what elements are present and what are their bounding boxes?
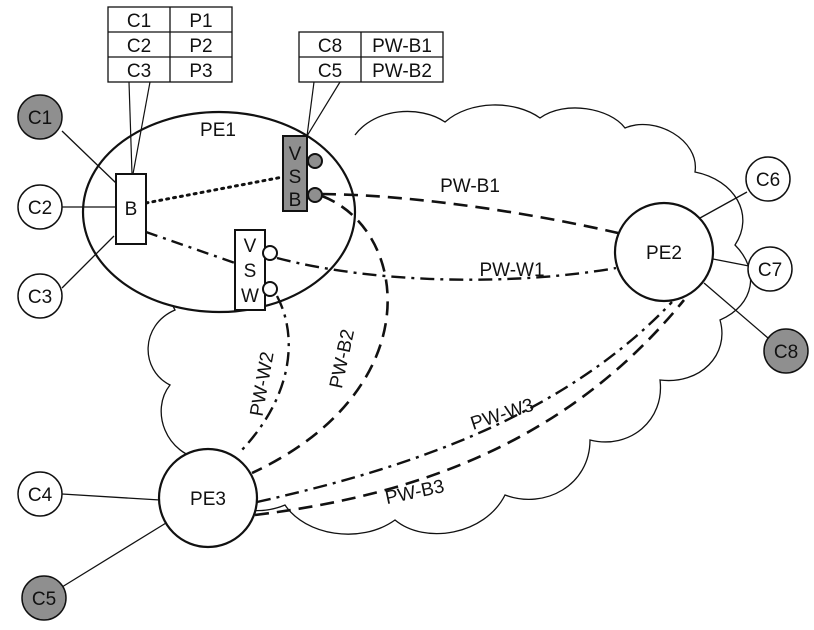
vsb-table: C8 PW-B1 C5 PW-B2 — [298, 31, 444, 83]
vsw-letter-v: V — [244, 236, 257, 257]
pe2-node — [613, 201, 715, 303]
vsw-port-2 — [262, 281, 278, 297]
customer-c6: C6 — [745, 156, 791, 202]
bridge-table-r3-c2: P3 — [189, 61, 212, 82]
pw-w3-label: PW-W3 — [468, 395, 536, 435]
vsb-table-r2-c1: C5 — [318, 61, 342, 82]
bridge-table: C1 P1 C2 P2 C3 P3 — [107, 6, 233, 83]
b-to-vsb-link — [144, 175, 285, 205]
vsb-letter-b: B — [289, 190, 302, 211]
pw-w1-label: PW-W1 — [479, 260, 544, 281]
customer-c7: C7 — [747, 246, 793, 292]
pw-b3-label: PW-B3 — [383, 476, 446, 509]
customer-c5: C5 — [21, 575, 67, 621]
c3-label: C3 — [28, 287, 52, 308]
customer-c3: C3 — [17, 273, 63, 319]
bridge-table-r2-c1: C2 — [127, 36, 151, 57]
pe1-label: PE1 — [200, 120, 236, 141]
pe3-label: PE3 — [190, 489, 226, 510]
network-cloud — [147, 104, 752, 535]
table-leaders — [128, 81, 341, 175]
c2-label: C2 — [28, 198, 52, 219]
customer-c2: C2 — [17, 184, 63, 230]
c5-label: C5 — [32, 589, 56, 610]
vsb-table-r1-c1: C8 — [318, 36, 342, 57]
customer-c1: C1 — [17, 94, 63, 140]
vsb-port-1 — [307, 153, 323, 169]
customer-c8: C8 — [763, 328, 809, 374]
pw-b3-line — [254, 299, 686, 517]
c7-label: C7 — [758, 260, 782, 281]
c1-label: C1 — [28, 108, 52, 129]
bridge-b-label: B — [125, 199, 138, 220]
pw-w1-line — [276, 256, 617, 281]
vsb-letter-v: V — [289, 144, 302, 165]
vsw-box — [234, 229, 266, 311]
pe2-label: PE2 — [646, 243, 682, 264]
bridge-table-r3-c1: C3 — [127, 61, 151, 82]
vsw-letter-s: S — [244, 261, 257, 282]
vsb-box — [282, 135, 308, 212]
pw-b1-line — [321, 192, 619, 235]
bridge-b-box — [115, 173, 147, 245]
pw-w2-line — [239, 295, 290, 453]
bridge-table-r1-c2: P1 — [189, 11, 212, 32]
pw-w3-line — [256, 301, 673, 504]
b-to-vsw-link — [145, 230, 236, 265]
bridge-table-r1-c1: C1 — [127, 11, 151, 32]
vsb-letter-s: S — [289, 167, 302, 188]
pw-b2-line — [251, 194, 389, 475]
bridge-table-r2-c2: P2 — [189, 36, 212, 57]
c6-label: C6 — [756, 170, 780, 191]
pw-b2-label: PW-B2 — [326, 327, 359, 390]
pe3-node — [157, 447, 259, 549]
vsw-port-1 — [262, 245, 278, 261]
c8-label: C8 — [774, 342, 798, 363]
pw-w2-label: PW-W2 — [247, 350, 279, 418]
vsw-letter-w: W — [241, 286, 259, 307]
attachment-lines — [61, 130, 769, 588]
customer-c4: C4 — [17, 471, 63, 517]
vsb-port-2 — [307, 187, 323, 203]
pw-b1-label: PW-B1 — [440, 176, 500, 197]
vsb-table-r2-c2: PW-B2 — [372, 61, 432, 82]
c4-label: C4 — [28, 485, 53, 506]
vsb-table-r1-c2: PW-B1 — [372, 36, 432, 57]
